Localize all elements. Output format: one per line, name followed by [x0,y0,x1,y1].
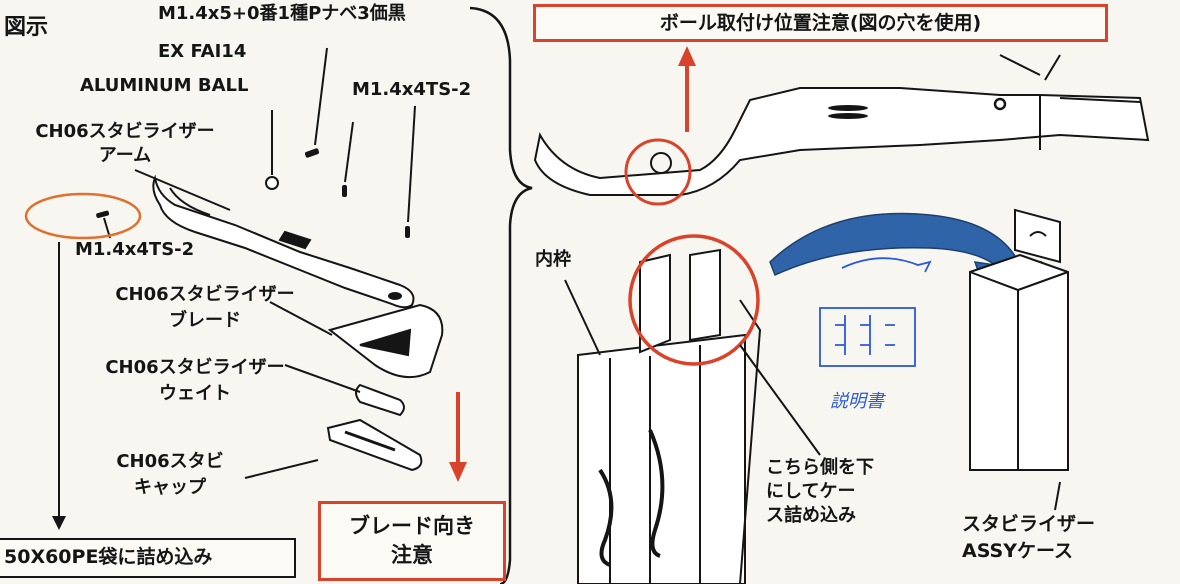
arm-closeup [533,54,1150,196]
screw-ts-circled-part [96,210,110,219]
leader-lines-right [564,279,1061,511]
screw-ts-circled-label: M1.4x4TS-2 [75,239,195,260]
inner-frame-case [577,248,762,584]
weight-label-line1: CH06スタビライザー [105,357,285,378]
screw-ts-top-2-part [405,226,410,238]
blade-note-line2: 注意 [391,543,433,567]
cap-label: CH06スタビ キャップ [95,452,245,498]
blade-label-line1: CH06スタビライザー [115,284,295,305]
blade-orientation-arrow [449,392,467,482]
case-note: こちら側を下 にしてケー ス詰め込み [766,458,874,525]
assy-case-label: スタビライザー ASSYケース [962,514,1095,562]
section-title: 図示 [4,15,49,40]
blade-note-line1: ブレード向き [349,513,475,538]
ball-name-label: ALUMINUM BALL [80,75,249,96]
screw-ts-top-1-part [342,185,347,197]
blade-note-box: ブレード向き 注意 [318,501,506,581]
bag-note-box: 50X60PE袋に詰め込み [0,538,296,578]
ball-note-box: ボール取付け位置注意(図の穴を使用) [533,4,1108,42]
assy-case-line2: ASSYケース [962,539,1074,562]
screw-ts-top-label: M1.4x4TS-2 [352,79,472,100]
weight-label-line2: ウェイト [159,382,231,404]
ball-position-arrow [678,46,696,132]
stabilizer-weight-part [355,383,405,417]
ball-model-label: EX FAI14 [158,41,247,62]
screw-highlight-ellipse [24,192,142,240]
assy-case-line1: スタビライザー [962,513,1096,535]
leader-lines [103,47,416,479]
weight-label: CH06スタビライザー ウェイト [70,358,320,404]
handwritten-manual-sketch [819,257,932,367]
case-note-line2: にしてケー [766,480,856,502]
arm-label-line1: CH06スタビライザー [35,121,215,142]
screw-pan-label: M1.4x5+0番1種Pナベ3価黒 [158,3,406,24]
panel-divider-brace [469,6,533,584]
bag-arrow [52,242,66,530]
cap-label-line1: CH06スタビ [116,451,224,472]
stabilizer-arm-part [152,174,415,309]
aluminum-ball-part [265,176,279,190]
case-note-line1: こちら側を下 [766,457,874,478]
cap-label-line2: キャップ [134,476,206,498]
stabilizer-cap-part [326,418,423,472]
screw-pan-part [304,148,320,158]
blade-note: ブレード向き 注意 [349,513,475,567]
assy-case-box [969,208,1069,471]
stabilizer-blade-part [327,303,444,379]
blade-label: CH06スタビライザー ブレード [80,285,330,331]
case-side-highlight [628,234,760,366]
ball-hole-highlight [624,138,692,206]
bag-note: 50X60PE袋に詰め込み [4,546,213,568]
manual-handwritten-label: 説明書 [830,391,884,412]
case-note-line3: ス詰め込み [766,504,856,526]
inner-frame-label: 内枠 [535,249,571,270]
blade-label-line2: ブレード [169,309,241,331]
arm-label-line2: アーム [98,144,152,166]
arm-label: CH06スタビライザー アーム [0,122,250,166]
ball-note: ボール取付け位置注意(図の穴を使用) [659,11,982,34]
